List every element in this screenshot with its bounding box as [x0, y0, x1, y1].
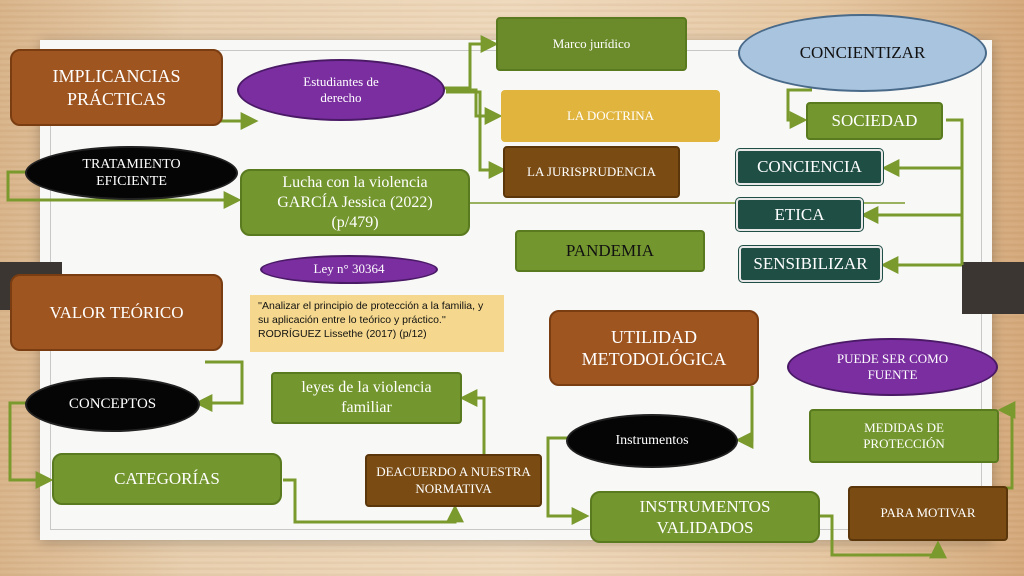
node-medidas-proteccion: MEDIDAS DE PROTECCIÓN [809, 409, 999, 463]
quote-rodriguez: ''Analizar el principio de protección a … [250, 295, 504, 352]
node-categorias: CATEGORÍAS [52, 453, 282, 505]
node-etica: ETICA [735, 197, 864, 232]
right-edge-tab [962, 262, 1024, 314]
link-categorias-deacuerdo [283, 478, 464, 524]
node-lucha-violencia: Lucha con la violencia GARCÍA Jessica (2… [240, 169, 470, 236]
link-tratamiento-lucha [6, 170, 242, 209]
node-concientizar: CONCIENTIZAR [738, 14, 987, 92]
node-la-doctrina: LA DOCTRINA [501, 90, 720, 142]
node-deacuerdo-normativa: DEACUERDO A NUESTRA NORMATIVA [365, 454, 542, 507]
link-validados-motivar [820, 514, 947, 559]
node-pandemia: PANDEMIA [515, 230, 705, 272]
link-conceptos-categorias [8, 401, 54, 489]
node-puede-ser-fuente: PUEDE SER COMO FUENTE [787, 338, 998, 396]
node-utilidad-metodologica: UTILIDAD METODOLÓGICA [549, 310, 759, 386]
node-conceptos: CONCEPTOS [25, 377, 200, 432]
node-sociedad: SOCIEDAD [806, 102, 943, 140]
link-utilidad-instrumentos [735, 386, 754, 449]
node-leyes-violencia-familiar: leyes de la violencia familiar [271, 372, 462, 424]
link-deacuerdo-leyes [459, 389, 486, 455]
link-estudiantes-jurisprudencia [446, 90, 507, 179]
link-estudiantes-doctrina [446, 88, 503, 125]
node-valor-teorico: VALOR TEÓRICO [10, 274, 223, 351]
node-ley-30364: Ley n° 30364 [260, 255, 438, 284]
link-concientizar-sociedad [786, 88, 812, 129]
link-instrumentos-validados [546, 436, 590, 525]
node-instrumentos: Instrumentos [566, 414, 738, 468]
node-instrumentos-validados: INSTRUMENTOS VALIDADOS [590, 491, 820, 543]
node-conciencia: CONCIENCIA [735, 148, 884, 186]
node-tratamiento-eficiente: TRATAMIENTO EFICIENTE [25, 146, 238, 200]
node-estudiantes-derecho: Estudiantes de derecho [237, 59, 445, 121]
link-valor-conceptos [194, 360, 244, 412]
node-marco-juridico: Marco jurídico [496, 17, 687, 71]
link-sociedad-right [946, 118, 964, 265]
node-sensibilizar: SENSIBILIZAR [738, 245, 883, 283]
node-la-jurisprudencia: LA JURISPRUDENCIA [503, 146, 680, 198]
link-estudiantes-marco [440, 35, 499, 90]
node-implicancias-practicas: IMPLICANCIAS PRÁCTICAS [10, 49, 223, 126]
node-para-motivar: PARA MOTIVAR [848, 486, 1008, 541]
link-motivar-medidas [997, 401, 1016, 490]
